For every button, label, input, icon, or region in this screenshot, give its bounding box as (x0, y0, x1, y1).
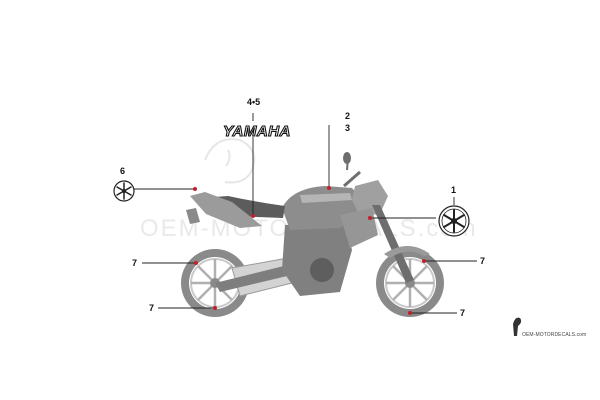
callout-1: 1 (451, 185, 457, 195)
wordmark-decal: YAMAHA (223, 122, 291, 140)
callout-7-rear-lower: 7 (149, 303, 155, 313)
tail-section (190, 192, 262, 228)
emblem-decal-1 (438, 205, 470, 237)
leader-lines (134, 113, 477, 314)
callout-2: 2 (345, 111, 351, 121)
front-fork (372, 205, 414, 283)
engine (282, 222, 352, 296)
decal-markers (193, 186, 426, 315)
callout-7-front-lower: 7 (460, 308, 466, 318)
wordmark-text: YAMAHA (223, 123, 291, 140)
emblem-decal-6 (113, 180, 135, 202)
callout-6: 6 (120, 166, 126, 176)
callout-3: 3 (345, 123, 351, 133)
swingarm (215, 262, 304, 292)
watermark-logo (204, 138, 256, 184)
credit-logo (513, 317, 522, 336)
front-wheel (376, 249, 444, 317)
credit-text: OEM-MOTORDECALS.com (522, 332, 587, 338)
callout-4-5: 4•5 (247, 97, 261, 107)
motorcycle (181, 152, 444, 317)
callout-7-front-upper: 7 (480, 256, 486, 266)
callout-7-rear-upper: 7 (132, 258, 138, 268)
